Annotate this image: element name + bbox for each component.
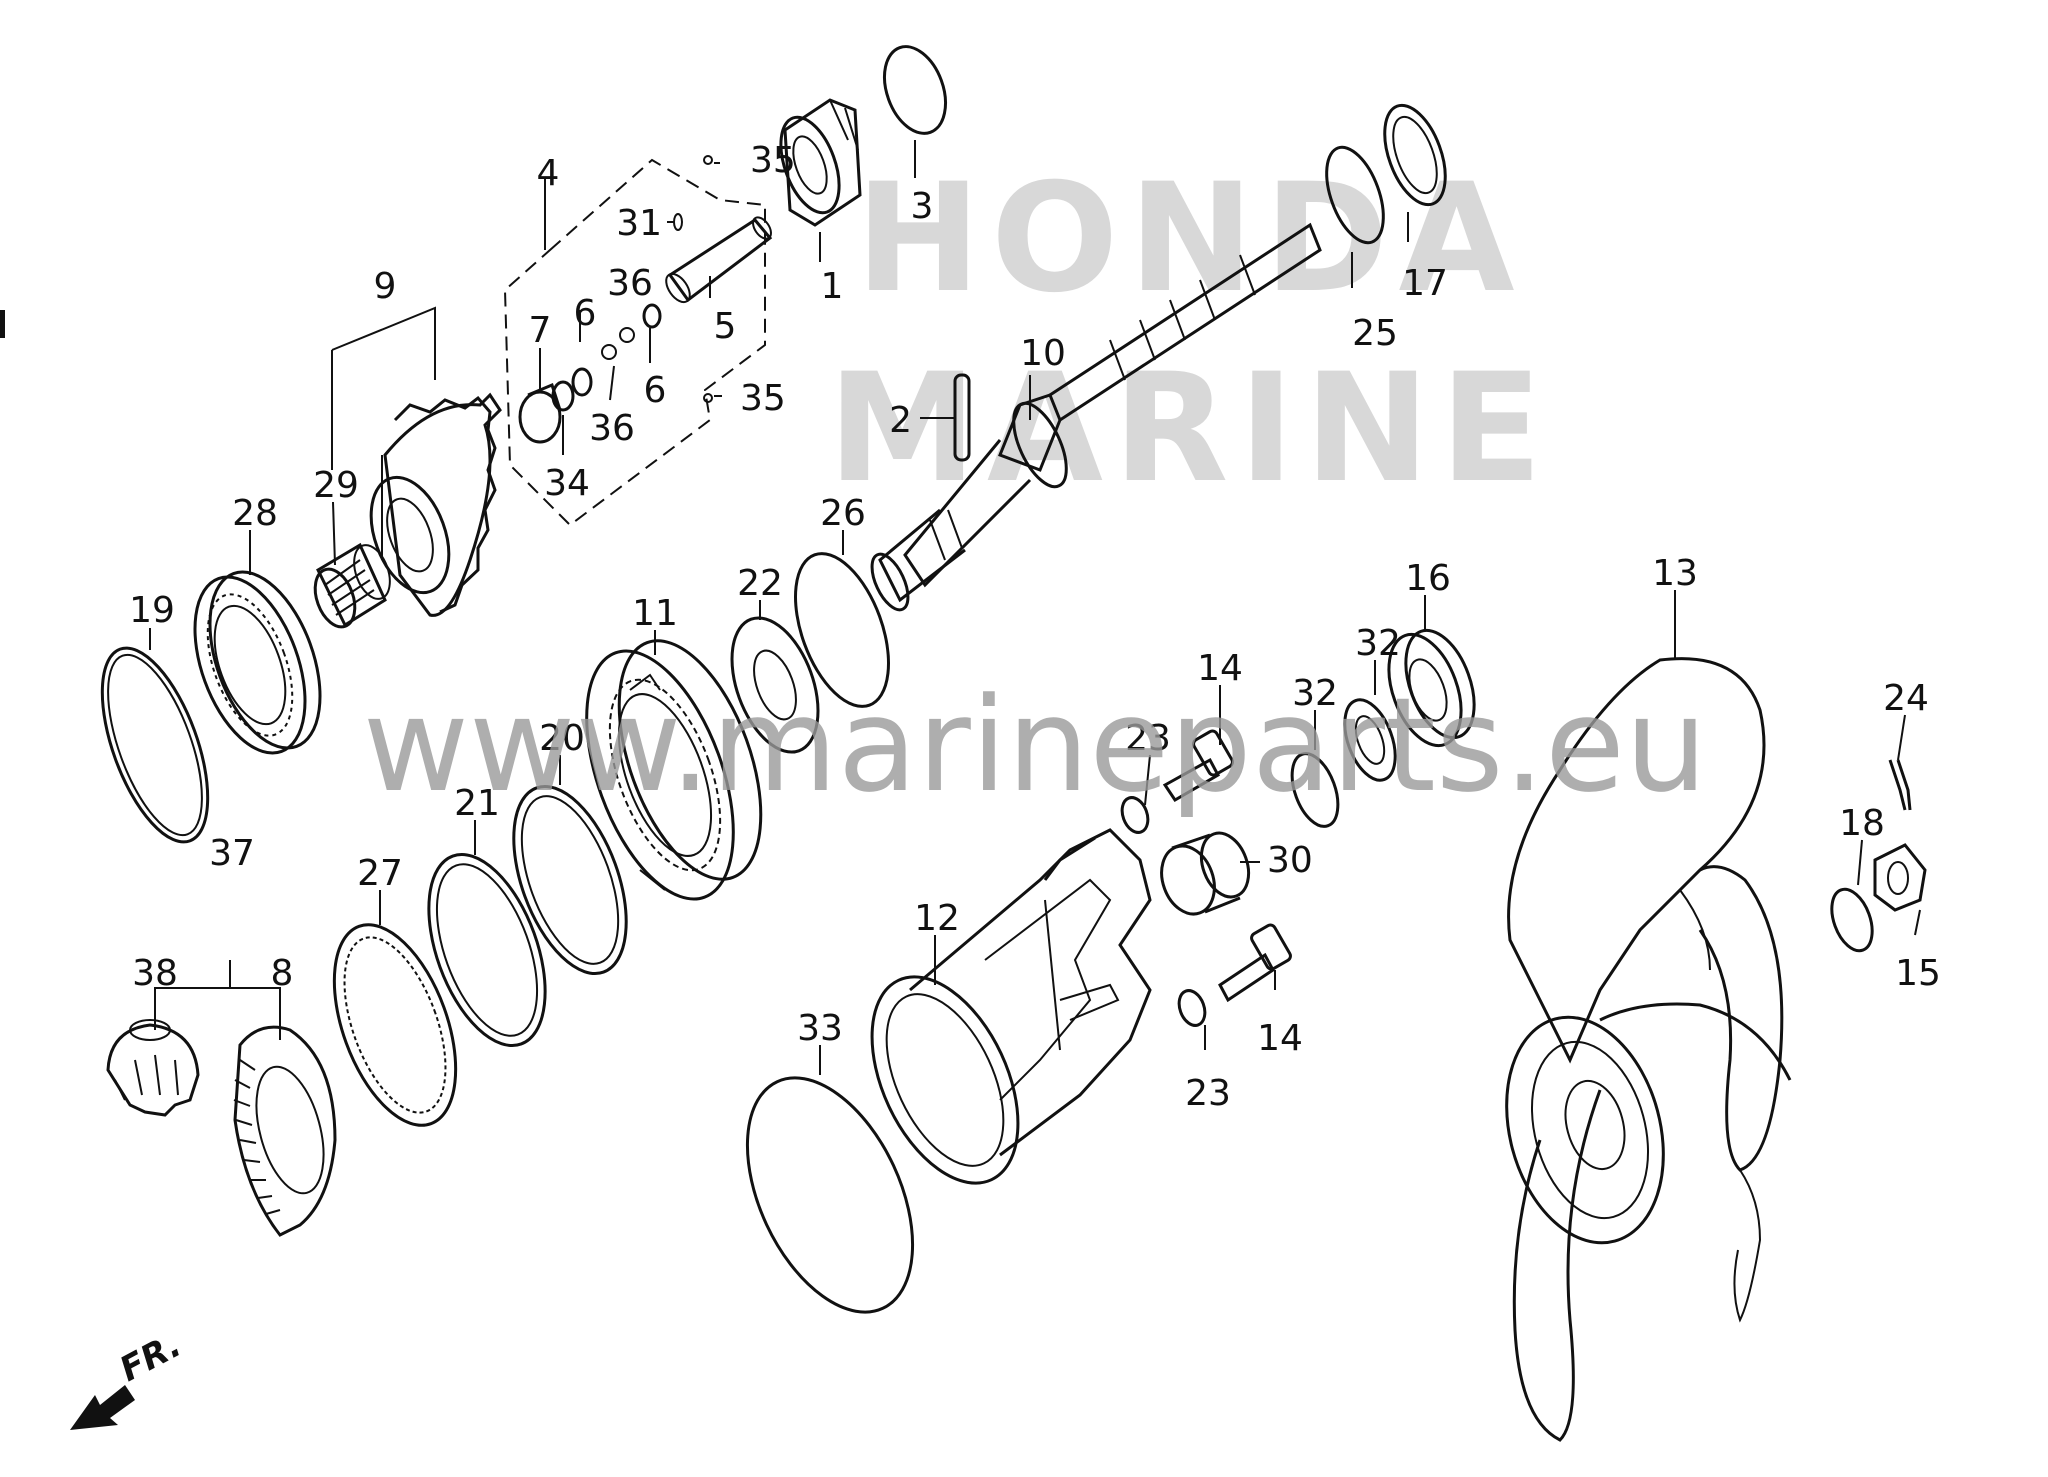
callout-19: 19 <box>129 590 175 631</box>
callout-8: 8 <box>271 953 294 994</box>
callout-24: 24 <box>1883 678 1929 719</box>
part-19-oring <box>100 646 210 844</box>
brand-watermark: HONDA MARINE <box>828 152 1553 516</box>
callout-1: 1 <box>821 266 844 307</box>
callout-26: 26 <box>820 493 866 534</box>
callout-35a: 35 <box>750 140 796 181</box>
callout-37: 37 <box>209 833 255 874</box>
callout-28: 28 <box>232 493 278 534</box>
part-1-clutch <box>779 98 862 227</box>
callout-9: 9 <box>374 266 397 307</box>
part-32a-seal <box>1290 752 1340 828</box>
callout-2: 2 <box>889 400 912 441</box>
part-36a-spring <box>619 327 635 343</box>
callout-14a: 14 <box>1197 648 1243 689</box>
part-7-plunger <box>518 382 562 444</box>
part-24-cotter-pin <box>1888 759 1912 811</box>
callout-4: 4 <box>537 153 560 194</box>
callout-32a: 32 <box>1292 673 1338 714</box>
callout-6b: 6 <box>644 370 667 411</box>
callout-36a: 36 <box>607 263 653 304</box>
front-direction-arrow: FR. <box>70 1325 188 1430</box>
front-label: FR. <box>113 1325 187 1390</box>
part-9-bevel-gear <box>369 392 502 617</box>
callout-10: 10 <box>1020 333 1066 374</box>
callout-numbers: 3 1 17 25 10 2 35 35 31 5 6 36 6 36 7 34… <box>129 140 1941 1114</box>
part-23a-washer <box>1120 796 1150 834</box>
part-26-thrust-ring <box>794 552 890 708</box>
part-31-pin <box>673 213 683 231</box>
part-11-bearing-holder <box>585 639 763 901</box>
part-12-gearcase-cap <box>870 828 1152 1185</box>
callout-11: 11 <box>632 593 678 634</box>
part-36b-spring <box>601 344 617 360</box>
part-22-washer <box>730 616 820 754</box>
callout-34: 34 <box>544 463 590 504</box>
callout-33: 33 <box>797 1008 843 1049</box>
callout-35b: 35 <box>740 378 786 419</box>
part-14b-bolt <box>1218 923 1292 1003</box>
callout-38: 38 <box>132 953 178 994</box>
callout-13: 13 <box>1652 553 1698 594</box>
watermark-brand-line1: HONDA <box>855 152 1524 326</box>
callout-20: 20 <box>539 718 585 759</box>
callout-22: 22 <box>737 563 783 604</box>
part-16-thrust-hub <box>1387 628 1476 748</box>
callout-18: 18 <box>1839 803 1885 844</box>
part-5-shifter-shaft <box>665 216 773 304</box>
part-23b-washer <box>1177 989 1207 1027</box>
part-30-needle-bearing <box>1160 831 1251 916</box>
part-15-castle-nut <box>1873 843 1927 912</box>
callout-14b: 14 <box>1257 1018 1303 1059</box>
part-8-forward-gear <box>233 1025 337 1237</box>
callout-31: 31 <box>616 203 662 244</box>
callout-17: 17 <box>1402 263 1448 304</box>
part-32b-seal <box>1343 698 1397 782</box>
callout-30: 30 <box>1267 840 1313 881</box>
callout-3: 3 <box>911 186 934 227</box>
watermark-brand-line2: MARINE <box>828 342 1553 516</box>
part-18-washer <box>1830 887 1874 953</box>
part-28-ball-bearing <box>193 570 322 755</box>
callout-23b: 23 <box>1185 1073 1231 1114</box>
part-33-oring <box>745 1076 915 1314</box>
callout-16: 16 <box>1405 558 1451 599</box>
callout-23a: 23 <box>1125 718 1171 759</box>
callout-32b: 32 <box>1355 623 1401 664</box>
callout-15: 15 <box>1895 953 1941 994</box>
part-38-pinion-gear <box>106 1019 200 1117</box>
callout-5: 5 <box>714 306 737 347</box>
callout-6a: 6 <box>574 293 597 334</box>
edge-mark <box>0 310 5 338</box>
part-6b-ball <box>571 367 593 397</box>
part-3-oring <box>883 45 947 135</box>
part-21-oring <box>427 852 547 1048</box>
callout-25: 25 <box>1352 313 1398 354</box>
website-watermark: www.marineparts.eu <box>363 669 1708 821</box>
callout-27: 27 <box>357 853 403 894</box>
front-arrow-icon <box>70 1385 135 1430</box>
part-20-oring <box>512 784 628 976</box>
part-14a-bolt <box>1162 729 1234 803</box>
part-13-propeller <box>1505 657 1792 1442</box>
part-10-propeller-shaft <box>870 222 1322 612</box>
part-27-thrust-washer <box>332 923 458 1127</box>
part-35a-ball <box>703 155 713 165</box>
part-35b-ball <box>703 393 713 403</box>
part-29-needle-bearing <box>313 542 391 629</box>
callout-12: 12 <box>914 898 960 939</box>
leader-lines <box>149 140 1921 1075</box>
part-17-washer <box>1383 103 1447 207</box>
part-6a-ball <box>642 303 662 329</box>
callout-7: 7 <box>529 310 552 351</box>
callout-29: 29 <box>313 465 359 506</box>
part-4-group-bracket <box>503 158 766 527</box>
callout-21: 21 <box>454 783 500 824</box>
part-37-set-bracket <box>154 987 281 1015</box>
callout-36b: 36 <box>589 408 635 449</box>
part-25-seal <box>1325 145 1385 245</box>
